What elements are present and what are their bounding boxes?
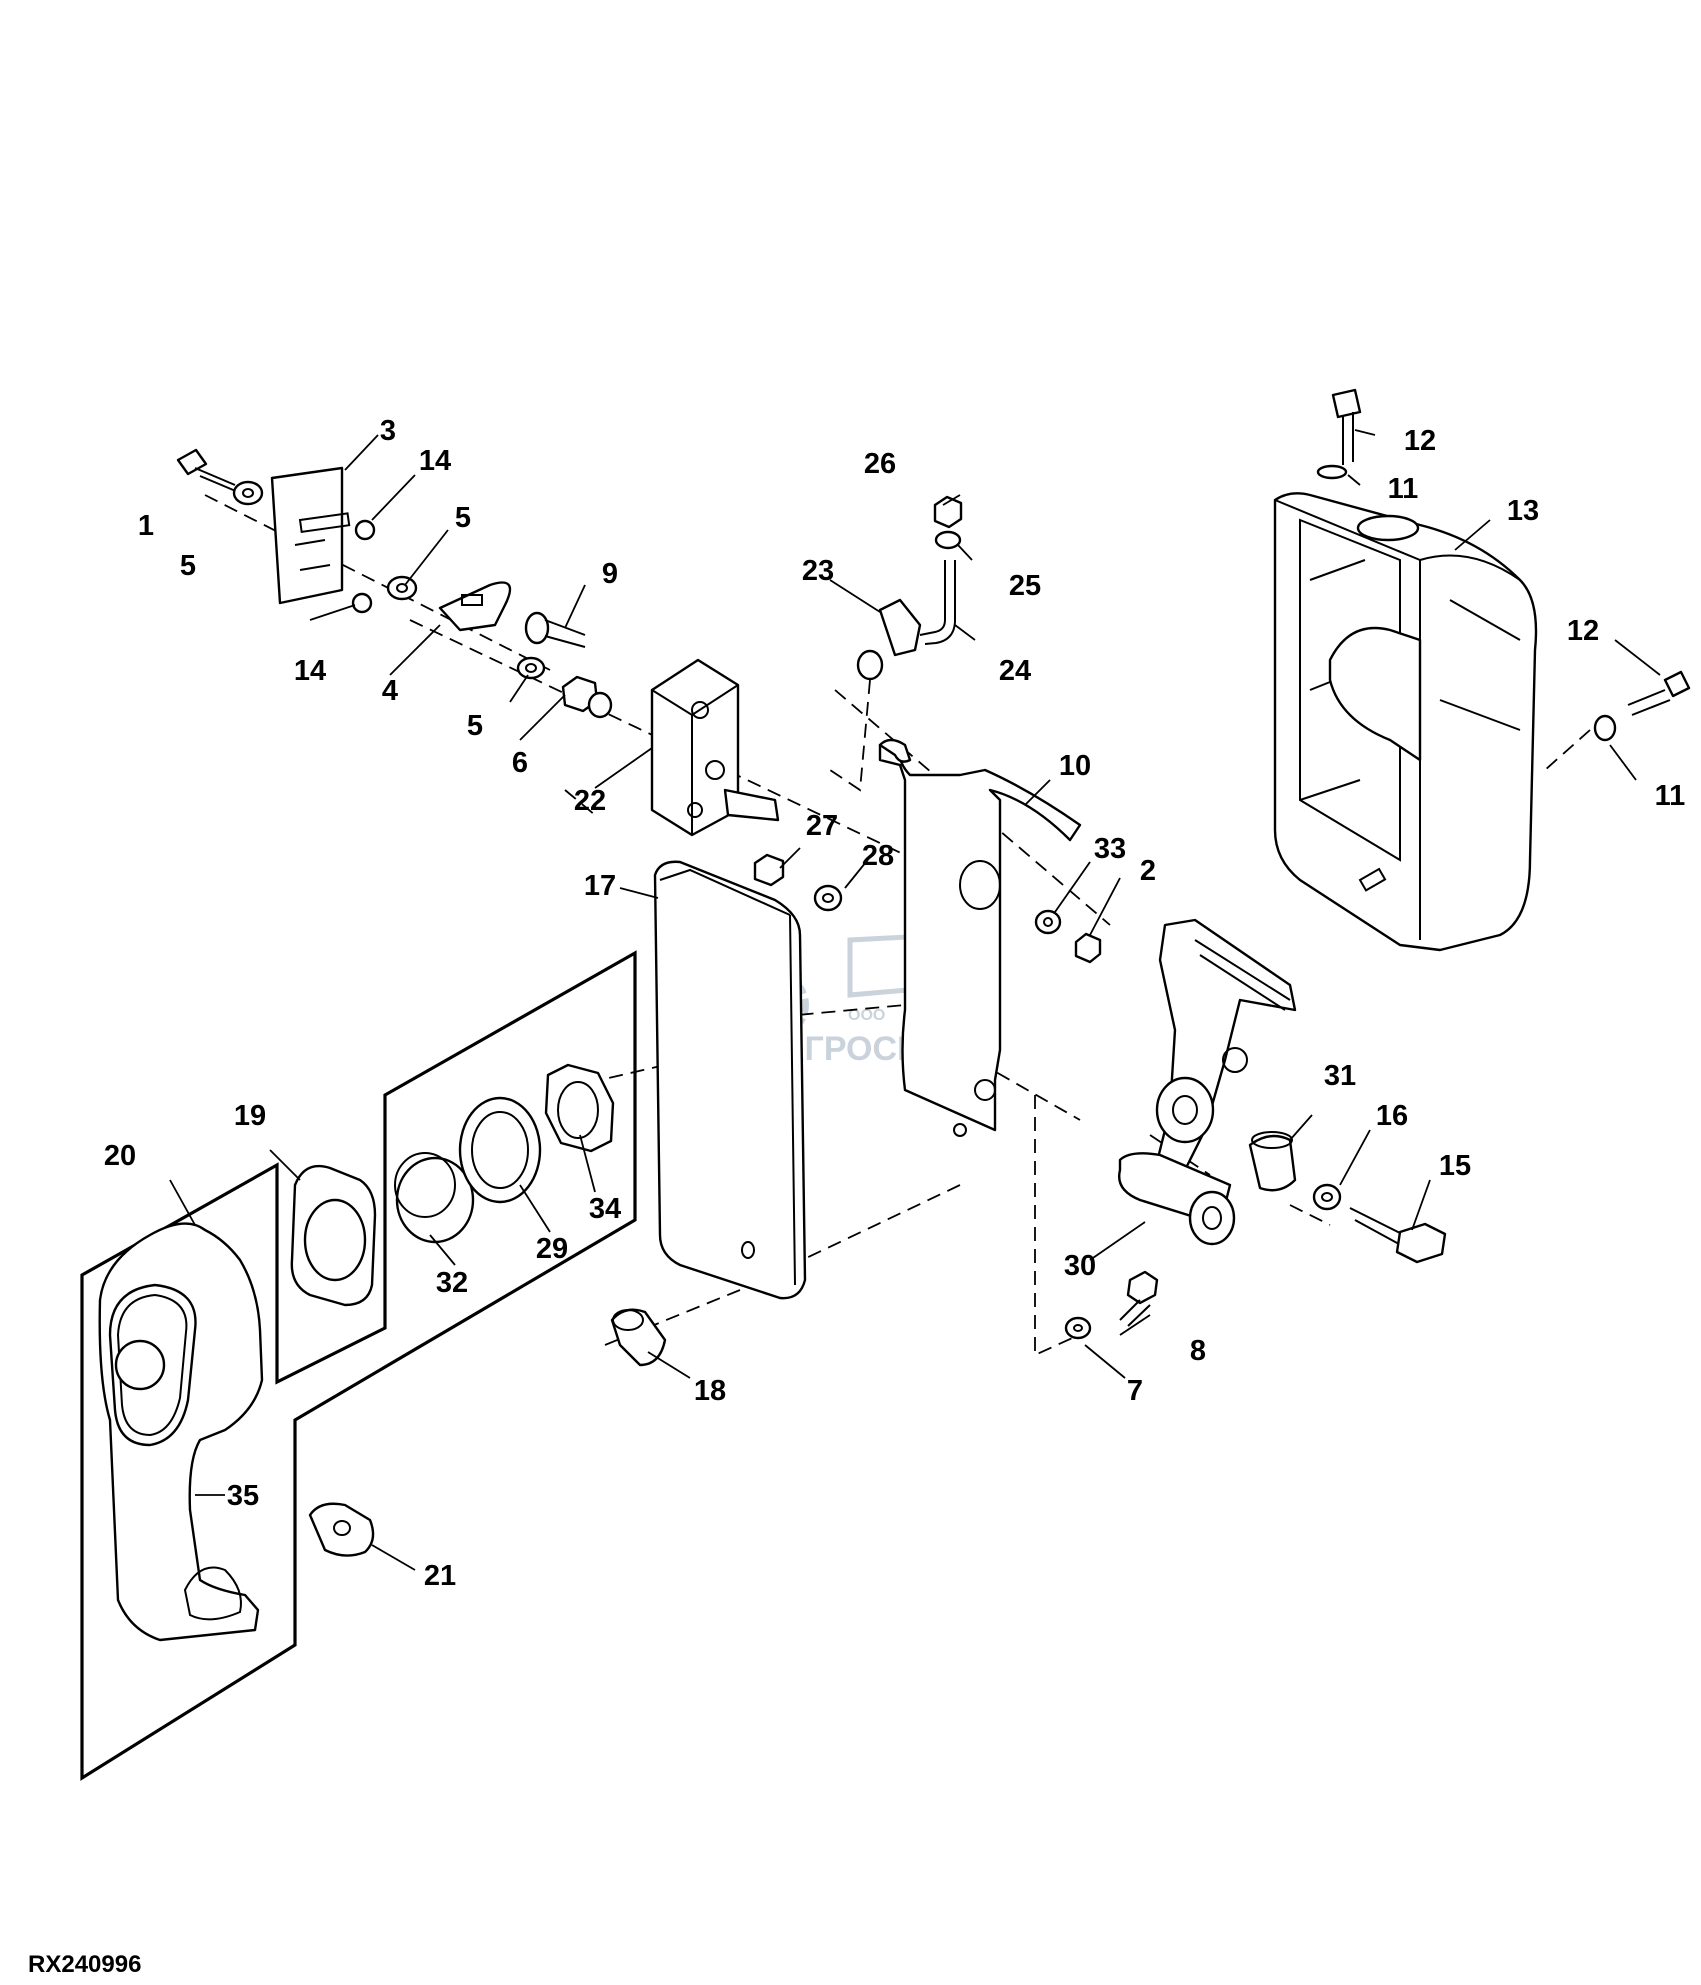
callout-17: 17 [584, 870, 616, 902]
part-20-handle [98, 1222, 264, 1642]
callout-labels: 3 14 5 1 5 9 14 4 5 6 22 23 26 25 24 10 … [104, 415, 1685, 1592]
part-30-bushing [1248, 1131, 1297, 1192]
part-31-washer [1034, 909, 1062, 935]
callout-14: 14 [294, 655, 326, 687]
callout-16: 16 [1376, 1100, 1408, 1132]
figure-id: RX240996 [28, 1951, 141, 1978]
part-24-rod [919, 560, 956, 645]
callout-12: 12 [1567, 615, 1599, 647]
part-9-washer [1064, 1316, 1092, 1340]
part-25-washer [934, 530, 962, 550]
callout-18: 18 [694, 1375, 726, 1407]
part-4-clip [438, 581, 512, 632]
part-14-screw [351, 519, 376, 614]
callout-35: 35 [227, 1480, 259, 1512]
part-21-insert [308, 1502, 375, 1557]
callout-5: 5 [467, 710, 483, 742]
part-15-bolt [1349, 1207, 1447, 1264]
callout-7: 9 [602, 558, 618, 590]
part-12-bolt [1331, 388, 1691, 716]
callout-8: 10 [1059, 750, 1091, 782]
part-17-panel [653, 860, 807, 1300]
callout-1: 1 [138, 510, 154, 542]
part-13-housing [1273, 492, 1538, 952]
part-11-washer [1316, 464, 1617, 742]
leader-lines [169, 429, 1661, 1571]
callout-20: 20 [104, 1140, 136, 1172]
handle-kit-outline [80, 950, 637, 1781]
part-16-washer [1312, 1183, 1342, 1211]
callout-19: 19 [234, 1100, 266, 1132]
callout-5: 5 [180, 550, 196, 582]
callout-2: 2 [1140, 855, 1156, 887]
part-33-ring [458, 1096, 542, 1204]
callout-13: 13 [1507, 495, 1539, 527]
watermark-small-text: ООО [848, 1007, 885, 1024]
part-23-connector [856, 598, 922, 681]
callout-11: 11 [1388, 473, 1419, 505]
part-1-bolt [176, 448, 239, 493]
part-22-latch [650, 658, 780, 837]
callout-12: 12 [1404, 425, 1436, 457]
callout-24: 24 [999, 655, 1031, 687]
callout-6: 6 [512, 747, 528, 779]
callout-11: 11 [1655, 780, 1686, 812]
callout-34: 34 [589, 1193, 621, 1225]
part-34-nut [544, 1063, 615, 1153]
part-3-bracket-plate [270, 466, 351, 605]
callout-22: 22 [574, 785, 606, 817]
callout-14: 14 [419, 445, 451, 477]
part-26-nut [933, 495, 963, 529]
callout-33: 29 [536, 1233, 568, 1265]
part-29-lever [1118, 918, 1297, 1246]
callout-25: 25 [1009, 570, 1041, 602]
part-6-nut [561, 675, 613, 719]
callout-29: 30 [1064, 1250, 1096, 1282]
callout-27: 27 [806, 810, 838, 842]
part-19-bezel [290, 1164, 377, 1307]
callout-28: 28 [862, 840, 894, 872]
part-8-bracket [878, 738, 1082, 1137]
callout-21: 21 [424, 1560, 456, 1592]
callout-9: 7 [1127, 1375, 1143, 1407]
callout-15: 15 [1439, 1150, 1471, 1182]
callout-4: 4 [382, 675, 398, 707]
part-2-nut [1074, 932, 1102, 964]
part-5-washer [232, 480, 546, 680]
callout-23: 23 [802, 555, 834, 587]
part-27-nut [753, 853, 785, 887]
callout-32: 32 [436, 1267, 468, 1299]
callout-10: 8 [1190, 1335, 1206, 1367]
part-28-washer [813, 884, 843, 912]
part-7-bolt [524, 611, 586, 648]
callout-30: 31 [1324, 1060, 1356, 1092]
callout-3: 3 [380, 415, 396, 447]
callout-5: 5 [455, 502, 471, 534]
callout-26: 26 [864, 448, 896, 480]
part-18-bushing [610, 1308, 667, 1367]
part-10-bolt [1119, 1270, 1159, 1327]
callout-31: 33 [1094, 833, 1126, 865]
